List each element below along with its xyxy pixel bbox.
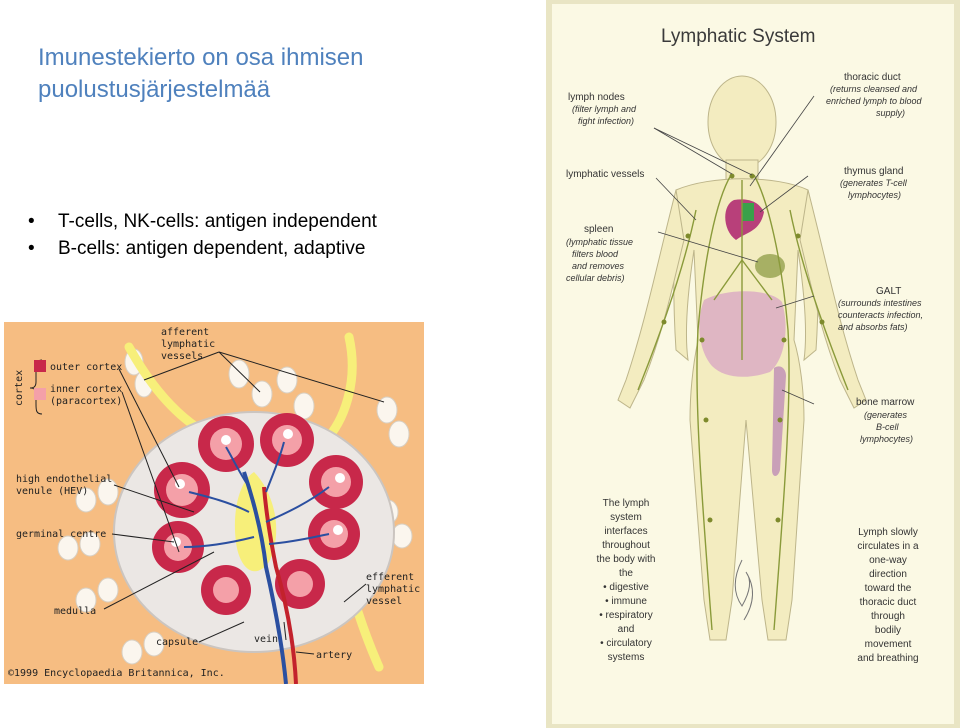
label-artery: artery <box>316 650 352 661</box>
label-thoracic-duct: thoracic duct <box>844 72 901 83</box>
sub-spleen-1: (lymphatic tissue <box>566 237 633 247</box>
right-para-line: one-way <box>869 555 907 566</box>
sub-galt-2: counteracts infection, <box>838 310 923 320</box>
label-bone-marrow: bone marrow <box>856 397 915 408</box>
sub-thymus-1: (generates T-cell <box>840 178 908 188</box>
lymphatic-system-illustration: Lymphatic System lymph nodes (filter lym… <box>566 26 923 664</box>
label-inner-cortex-1: inner cortex <box>50 384 122 395</box>
left-description: The lymph system interfaces throughout t… <box>597 498 656 663</box>
label-hev-1: high endothelial <box>16 474 112 485</box>
sub-galt-1: (surrounds intestines <box>838 298 922 308</box>
bullet-text: T-cells, NK-cells: antigen independent <box>58 211 377 232</box>
lymph-node-illustration: afferent lymphatic vessels cortex outer … <box>8 327 420 684</box>
figure-title: Lymphatic System <box>661 26 816 47</box>
sub-bone-marrow-3: lymphocytes) <box>860 434 913 444</box>
bullet-list: •T-cells, NK-cells: antigen independent … <box>22 208 377 262</box>
right-para-line: thoracic duct <box>860 597 917 608</box>
left-para-line: • circulatory <box>600 638 652 649</box>
label-inner-cortex-2: (paracortex) <box>50 396 122 407</box>
sub-thoracic-duct-1: (returns cleansed and <box>830 84 918 94</box>
label-afferent-1: afferent <box>161 327 209 338</box>
label-spleen: spleen <box>584 224 613 235</box>
cortex-legend <box>29 359 46 415</box>
left-para-line: system <box>610 512 642 523</box>
sub-lymph-nodes-1: (filter lymph and <box>572 104 637 114</box>
label-capsule: capsule <box>156 637 198 648</box>
label-efferent-3: vessel <box>366 596 402 607</box>
sub-thoracic-duct-2: enriched lymph to blood <box>826 96 923 106</box>
artist-signature <box>734 559 753 621</box>
right-para-line: circulates in a <box>857 541 919 552</box>
label-outer-cortex: outer cortex <box>50 362 122 373</box>
thymus-marker <box>742 203 754 221</box>
leader-lines <box>653 95 815 405</box>
sub-spleen-2: filters blood <box>572 249 619 259</box>
slide-title: Imunestekierto on osa ihmisen puolustusj… <box>38 44 364 103</box>
right-para-line: bodily <box>875 625 901 636</box>
left-para-line: The lymph <box>603 498 650 509</box>
blood-vessels <box>242 471 298 684</box>
right-para-line: and breathing <box>857 653 918 664</box>
bullet-item: • T-cells, NK-cells: antigen independent <box>22 208 377 235</box>
left-para-line: throughout <box>602 540 650 551</box>
left-para-line: • respiratory <box>599 610 653 621</box>
label-galt: GALT <box>876 286 901 297</box>
sub-thoracic-duct-3: supply) <box>876 108 905 118</box>
spleen-organ <box>755 254 785 278</box>
bullet-symbol: • <box>28 238 35 259</box>
sub-lymph-nodes-2: fight infection) <box>578 116 634 126</box>
right-para-line: toward the <box>865 583 912 594</box>
right-para-line: through <box>871 611 905 622</box>
label-cortex: cortex <box>14 370 25 406</box>
inner-cortex-swatch <box>34 388 46 400</box>
sub-spleen-4: cellular debris) <box>566 273 625 283</box>
bullet-item: • B-cells: antigen dependent, adaptive <box>22 235 377 262</box>
sub-bone-marrow-2: B-cell <box>876 422 900 432</box>
left-para-line: the <box>619 568 633 579</box>
afferent-vessels <box>57 348 413 665</box>
label-germinal-centre: germinal centre <box>16 529 106 540</box>
right-para-line: direction <box>869 569 907 580</box>
left-para-line: • immune <box>605 596 647 607</box>
label-efferent-1: efferent <box>366 572 414 583</box>
sub-thymus-2: lymphocytes) <box>848 190 901 200</box>
outer-cortex-swatch <box>34 360 46 372</box>
lymphatic-system-figure: Lymphatic System lymph nodes (filter lym… <box>546 0 960 728</box>
label-hev-2: venule (HEV) <box>16 486 88 497</box>
label-lymph-nodes: lymph nodes <box>568 92 625 103</box>
leader-lines <box>103 351 385 655</box>
right-description: Lymph slowly circulates in a one-way dir… <box>857 527 919 664</box>
label-medulla: medulla <box>54 606 96 617</box>
label-thymus: thymus gland <box>844 166 903 177</box>
lymph-node-dots <box>661 173 825 523</box>
label-afferent-3: vessels <box>161 351 203 362</box>
left-para-line: and <box>618 624 635 635</box>
bullet-text: B-cells: antigen dependent, adaptive <box>58 238 366 259</box>
sub-bone-marrow-1: (generates <box>864 410 908 420</box>
bullet-symbol: • <box>28 211 35 232</box>
sub-spleen-3: and removes <box>572 261 625 271</box>
label-efferent-2: lymphatic <box>366 584 420 595</box>
lymph-node-diagram: afferent lymphatic vessels cortex outer … <box>4 322 424 684</box>
blood-vessel-branches <box>183 441 330 548</box>
left-para-line: • digestive <box>603 582 649 593</box>
copyright-notice: ©1999 Encyclopaedia Britannica, Inc. <box>8 668 225 679</box>
cortex-lobules <box>152 413 363 615</box>
left-para-line: the body with <box>597 554 656 565</box>
label-lymphatic-vessels: lymphatic vessels <box>566 169 644 180</box>
lymph-vessels <box>637 174 849 631</box>
left-para-line: interfaces <box>604 526 647 537</box>
right-para-line: movement <box>865 639 912 650</box>
right-para-line: Lymph slowly <box>858 527 918 538</box>
label-afferent-2: lymphatic <box>161 339 215 350</box>
sub-galt-3: and absorbs fats) <box>838 322 908 332</box>
label-vein: vein <box>254 634 278 645</box>
left-para-line: systems <box>608 652 645 663</box>
